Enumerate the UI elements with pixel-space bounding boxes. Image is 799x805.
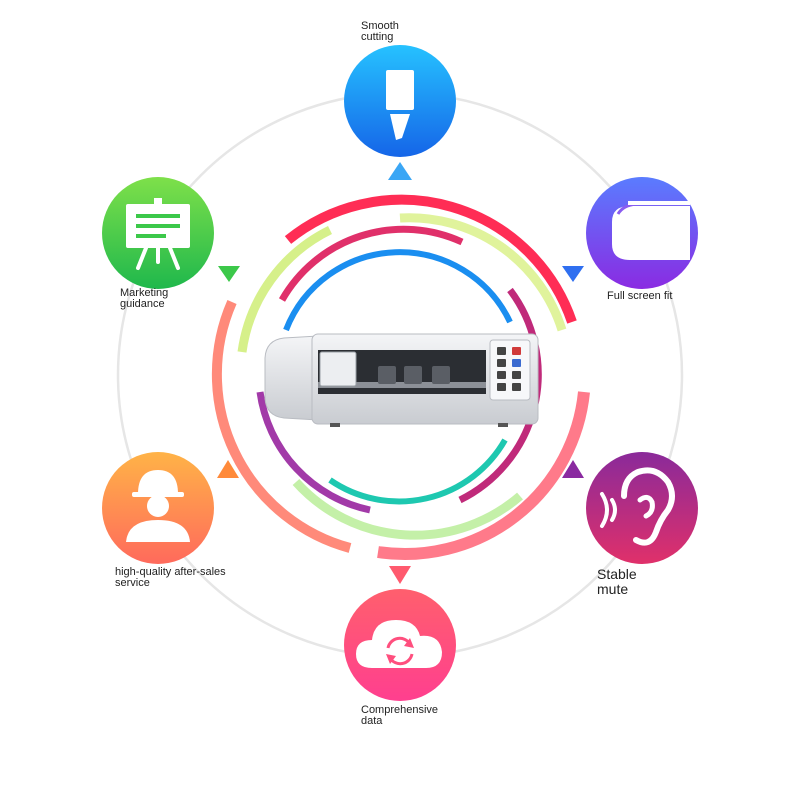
ring-purple-left [256, 391, 371, 514]
roller-2 [404, 366, 422, 384]
machine-foot-left [330, 423, 340, 427]
roller-1 [378, 366, 396, 384]
pointer-topleft [218, 266, 240, 282]
machine-foot-right [498, 423, 508, 427]
label-smooth-cutting: Smooth cutting [361, 21, 399, 43]
presentation-board-icon [126, 198, 190, 270]
panel-button-4 [512, 359, 521, 367]
label-full-screen-fit: Full screen fit [607, 291, 672, 302]
label-line: high-quality after-sales [115, 566, 226, 578]
label-line: Marketing [120, 287, 169, 299]
cloud-sync-icon [356, 620, 442, 668]
cutting-machine [264, 333, 539, 427]
ring-magenta-top [278, 225, 464, 302]
panel-button-7 [497, 383, 506, 391]
panel-button-1 [497, 347, 506, 355]
ring-blue-top [283, 249, 513, 332]
ring-pink-outer [377, 391, 590, 560]
pointer-right [562, 460, 584, 478]
feature-full-screen-fit [586, 177, 698, 289]
ring-salmon-left [211, 299, 352, 553]
ring-lime-right [399, 213, 567, 332]
label-line: service [115, 577, 150, 589]
machine-rail [318, 382, 486, 388]
label-marketing-guidance: Marketing guidance [120, 288, 168, 310]
label-line: cutting [361, 31, 394, 43]
label-comprehensive-data: Comprehensive data [361, 705, 438, 727]
label-stable-mute: Stable mute [597, 567, 637, 597]
label-line: Full screen fit [607, 290, 673, 302]
feature-after-sales-service [102, 452, 214, 564]
machine-panel [489, 339, 531, 401]
pointer-top [388, 162, 412, 180]
roller-3 [432, 366, 450, 384]
decorative-rings [211, 194, 590, 560]
label-line: Comprehensive [361, 704, 439, 716]
label-line: data [361, 715, 383, 727]
feature-marketing-guidance [102, 177, 214, 289]
panel-button-2 [512, 347, 521, 355]
label-line: Stable [597, 566, 637, 582]
feature-smooth-cutting [344, 45, 456, 157]
ring-lime-left [237, 225, 332, 353]
label-line: mute [597, 581, 629, 597]
label-after-sales-service: high-quality after-sales service [115, 567, 226, 589]
pointer-bottom [389, 566, 411, 584]
panel-button-8 [512, 383, 521, 391]
ring-lime-bottom [292, 478, 523, 540]
ear-sound-icon [600, 467, 675, 546]
feature-stable-mute [586, 452, 698, 564]
panel-button-3 [497, 359, 506, 367]
panel-button-6 [512, 371, 521, 379]
pointer-triangles [217, 162, 584, 584]
machine-left-cap [264, 335, 319, 421]
feature-comprehensive-data [344, 589, 456, 701]
ring-red-outer [284, 194, 577, 324]
label-line: guidance [120, 298, 165, 310]
label-line: Smooth [361, 20, 399, 32]
machine-carriage [319, 351, 357, 387]
ring-teal-bottom [328, 438, 508, 505]
panel-button-5 [497, 371, 506, 379]
engineer-helmet-icon [126, 470, 190, 542]
phone-film-icon [612, 201, 690, 260]
pointer-left [217, 460, 239, 478]
knife-blade-icon [386, 70, 414, 140]
pointer-topright [562, 266, 584, 282]
